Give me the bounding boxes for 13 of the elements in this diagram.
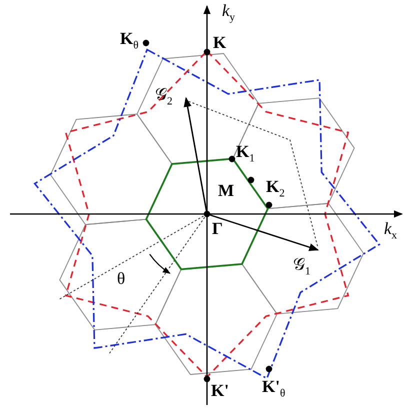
point-label: K' xyxy=(211,382,229,399)
point-label: K'$_{θ}$ xyxy=(262,378,286,400)
vector-label: 𝒢$_{1}$ xyxy=(293,256,310,278)
axis-label: k$_{y}$ xyxy=(222,2,236,24)
axis-label: k$_{x}$ xyxy=(384,220,398,242)
angle-label: θ xyxy=(117,270,126,287)
point-label: Γ xyxy=(212,220,223,237)
point-label: K$_{2}$ xyxy=(266,178,285,200)
vector-label: 𝒢$_{2}$ xyxy=(155,86,172,108)
point-label: K$_{1}$ xyxy=(236,143,255,164)
point-label: K$_{θ}$ xyxy=(120,30,139,52)
point-label: K xyxy=(213,34,226,51)
point-label: M xyxy=(218,182,234,199)
